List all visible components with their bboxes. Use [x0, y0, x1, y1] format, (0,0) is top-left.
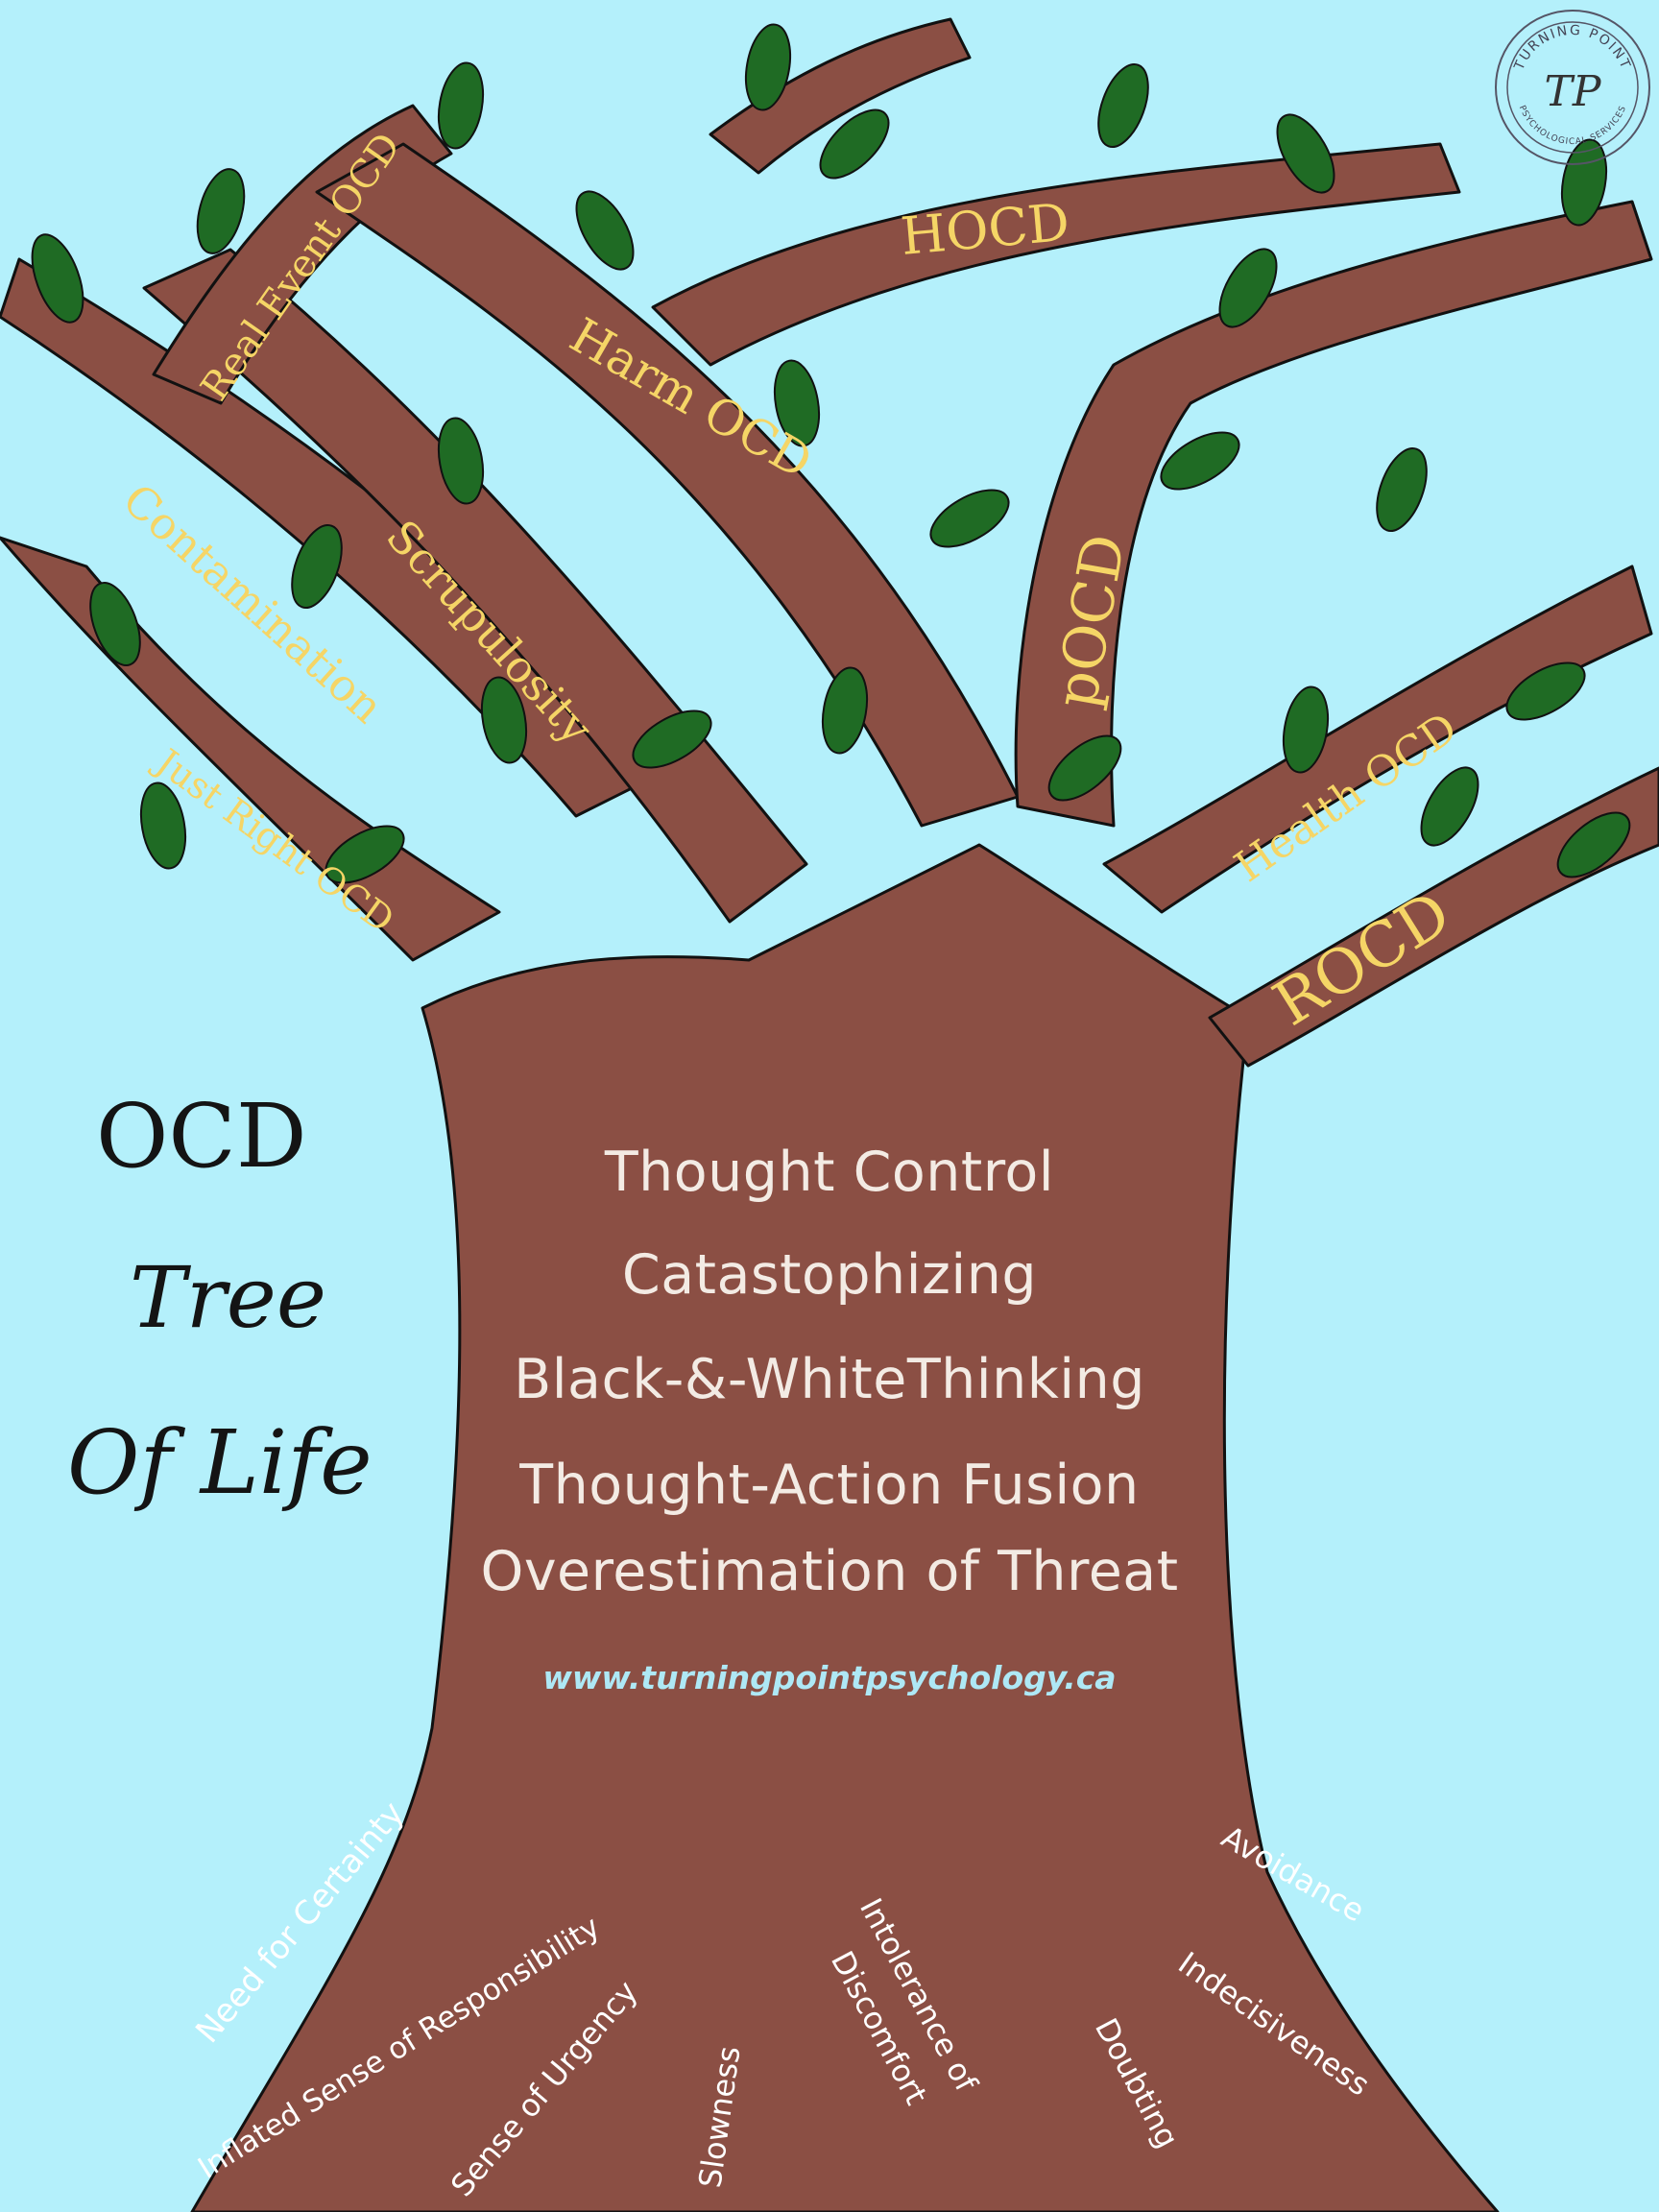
svg-text:TURNING POINT: TURNING POINT	[1511, 23, 1633, 74]
leaf	[821, 666, 869, 755]
leaf	[291, 524, 343, 609]
leaf	[575, 190, 635, 271]
branch-rocd	[1208, 766, 1659, 1068]
leaf	[1505, 661, 1586, 721]
title-tree: Tree	[130, 1248, 326, 1347]
leaf	[437, 417, 485, 505]
branch-hocd	[651, 142, 1461, 367]
trunk-line-thought-action: Thought-Action Fusion	[519, 1454, 1140, 1517]
leaf	[1556, 811, 1631, 878]
leaf	[1282, 685, 1330, 774]
leaf	[139, 781, 187, 870]
leaf	[480, 676, 528, 764]
leaf	[1376, 447, 1428, 532]
leaf	[1097, 63, 1149, 148]
leaf	[744, 23, 792, 111]
leaf	[1276, 113, 1335, 194]
website-url: www.turningpointpsychology.ca	[542, 1659, 1117, 1696]
leaf	[929, 489, 1010, 548]
trunk-line-thought-control: Thought Control	[604, 1141, 1055, 1204]
leaf	[1420, 766, 1479, 847]
title-ocd: OCD	[96, 1085, 307, 1188]
leaf	[31, 233, 84, 324]
branch-label-hocd: HOCD	[899, 192, 1072, 267]
logo-monogram: TP	[1545, 67, 1602, 116]
leaf	[437, 61, 485, 150]
trunk	[190, 843, 1500, 2212]
trunk-line-catastophizing: Catastophizing	[621, 1243, 1038, 1307]
logo-ring-text: TURNING POINT	[1511, 23, 1631, 74]
trunk-line-black-white: Black-&-WhiteThinking	[514, 1348, 1145, 1411]
title-of-life: Of Life	[67, 1411, 373, 1514]
leaf	[196, 168, 246, 254]
leaf	[89, 582, 141, 666]
leaf	[773, 359, 821, 447]
branch-pocd	[1014, 200, 1653, 828]
leaf	[819, 108, 890, 180]
turning-point-logo: TURNING POINT PSYCHOLOGICAL SERVICES TP	[1495, 10, 1650, 165]
leaf	[1160, 431, 1240, 491]
leaf	[1218, 248, 1278, 328]
leaf	[632, 709, 712, 769]
branch-health	[1102, 565, 1653, 914]
leaf	[1047, 734, 1122, 802]
trunk-line-overestimation: Overestimation of Threat	[480, 1540, 1179, 1603]
leaf	[325, 825, 405, 884]
